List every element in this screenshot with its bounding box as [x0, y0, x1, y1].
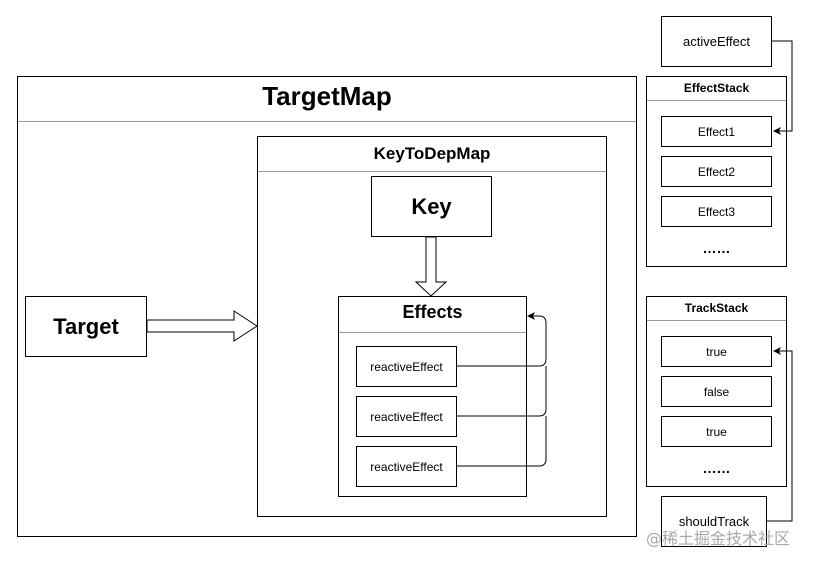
effect-stack-ellipsis: …… — [702, 240, 731, 256]
effects-divider — [339, 332, 526, 333]
effect-stack-item-2: Effect2 — [661, 156, 772, 187]
effect-stack-item-2-label: Effect2 — [697, 164, 736, 179]
track-stack-item-2: false — [661, 376, 772, 407]
track-stack-item-2-label: false — [703, 384, 730, 399]
effect-stack-item-3: Effect3 — [661, 196, 772, 227]
track-stack-ellipsis: …… — [702, 460, 731, 476]
track-stack-item-1-label: true — [706, 344, 727, 359]
active-effect-box: activeEffect — [661, 16, 772, 67]
track-stack-item-3-label: true — [706, 424, 727, 439]
effect-stack-divider — [647, 100, 786, 101]
track-stack-item-1: true — [661, 336, 772, 367]
target-box: Target — [25, 296, 147, 357]
track-stack-divider — [647, 320, 786, 321]
target-map-title: TargetMap — [262, 81, 392, 111]
active-effect-label: activeEffect — [683, 34, 750, 49]
effect-stack-item-3-label: Effect3 — [697, 204, 736, 219]
target-map-divider — [18, 121, 636, 122]
key-label: Key — [411, 193, 452, 219]
key-to-dep-map-divider — [258, 171, 606, 172]
track-stack-item-3: true — [661, 416, 772, 447]
effects-title: Effects — [402, 302, 463, 322]
effect-stack-item-1: Effect1 — [661, 116, 772, 147]
reactive-effect-3-label: reactiveEffect — [370, 459, 443, 474]
reactive-effect-1: reactiveEffect — [356, 346, 457, 387]
key-box: Key — [371, 176, 492, 237]
should-track-label: shouldTrack — [678, 514, 750, 529]
effect-stack-item-1-label: Effect1 — [697, 124, 736, 139]
watermark: @稀土掘金技术社区 — [646, 529, 791, 548]
effect-stack-title: EffectStack — [683, 81, 750, 95]
target-label: Target — [53, 313, 119, 339]
track-stack-title: TrackStack — [684, 301, 749, 315]
reactive-effect-2: reactiveEffect — [356, 396, 457, 437]
reactive-effect-2-label: reactiveEffect — [370, 409, 443, 424]
key-to-dep-map-title: KeyToDepMap — [373, 144, 491, 163]
should-track-box: shouldTrack — [661, 496, 767, 547]
reactive-effect-3: reactiveEffect — [356, 446, 457, 487]
reactive-effect-1-label: reactiveEffect — [370, 359, 443, 374]
